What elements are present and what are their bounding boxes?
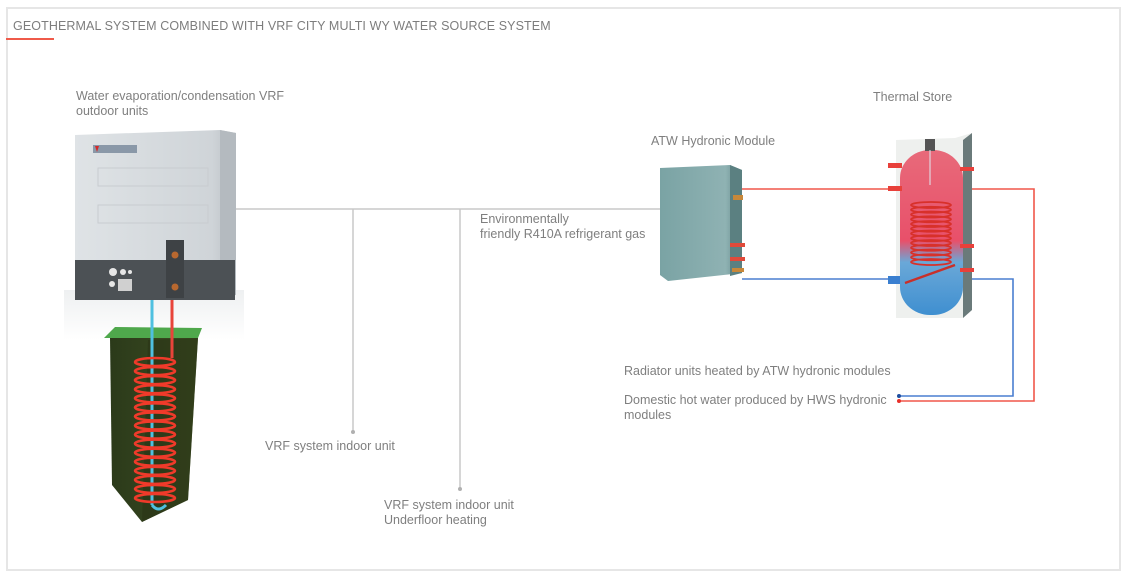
underfloor-endpoint <box>458 487 462 491</box>
tank-coil <box>910 201 952 266</box>
ground-coil <box>133 356 177 504</box>
label-thermal-store: Thermal Store <box>873 90 953 104</box>
label-radiator-units: Radiator units heated by ATW hydronic mo… <box>624 364 891 378</box>
label-underfloor-line2: Underfloor heating <box>384 513 487 527</box>
label-refrigerant-line1: Environmentally <box>480 212 569 226</box>
label-domestic-hot-water: Domestic hot water produced by HWS hydro… <box>624 393 887 423</box>
coil-turn <box>910 210 952 219</box>
label-outdoor-units-line2: outdoor units <box>76 104 149 118</box>
dhw-cold-pipe <box>900 278 1014 397</box>
title-underline <box>6 38 54 40</box>
label-refrigerant: Environmentally friendly R410A refrigera… <box>480 212 645 242</box>
ground-loop-borehole <box>104 300 202 522</box>
thermal-store-tank <box>888 133 974 318</box>
label-indoor-unit-underfloor: VRF system indoor unit Underfloor heatin… <box>384 498 514 528</box>
label-refrigerant-line2: friendly R410A refrigerant gas <box>480 227 646 241</box>
coil-turn <box>910 248 952 257</box>
coil-turn <box>910 258 952 266</box>
hot-pipe-endpoint <box>897 399 901 403</box>
coil-turn <box>910 205 952 214</box>
label-dhw-line2: modules <box>624 408 672 422</box>
hydronic-pipes <box>742 188 1035 402</box>
label-atw-module: ATW Hydronic Module <box>651 134 776 148</box>
coil-turn <box>910 229 952 238</box>
coil-turn <box>133 492 177 504</box>
label-outdoor-units-line1: Water evaporation/condensation VRF <box>76 89 284 103</box>
coil-turn <box>910 243 952 252</box>
dhw-hot-pipe <box>900 188 1035 402</box>
diagram-title: GEOTHERMAL SYSTEM COMBINED WITH VRF CITY… <box>13 19 551 33</box>
coil-turn <box>910 201 952 209</box>
cold-pipe-endpoint <box>897 394 901 398</box>
indoor-unit-endpoint <box>351 430 355 434</box>
label-dhw-line1: Domestic hot water produced by HWS hydro… <box>624 393 887 407</box>
outdoor-unit <box>64 130 244 340</box>
coil-turn <box>910 215 952 224</box>
label-indoor-unit: VRF system indoor unit <box>265 439 395 453</box>
coil-turn <box>910 234 952 243</box>
coil-turn <box>910 224 952 233</box>
coil-turn <box>910 239 952 247</box>
atw-hydronic-module <box>660 165 745 281</box>
brand-badge <box>93 145 137 153</box>
label-underfloor-line1: VRF system indoor unit <box>384 498 514 512</box>
coil-turn <box>910 253 952 262</box>
label-outdoor-units: Water evaporation/condensation VRF outdo… <box>76 89 284 119</box>
refrigerant-lines <box>236 208 660 489</box>
coil-turn <box>910 220 952 228</box>
